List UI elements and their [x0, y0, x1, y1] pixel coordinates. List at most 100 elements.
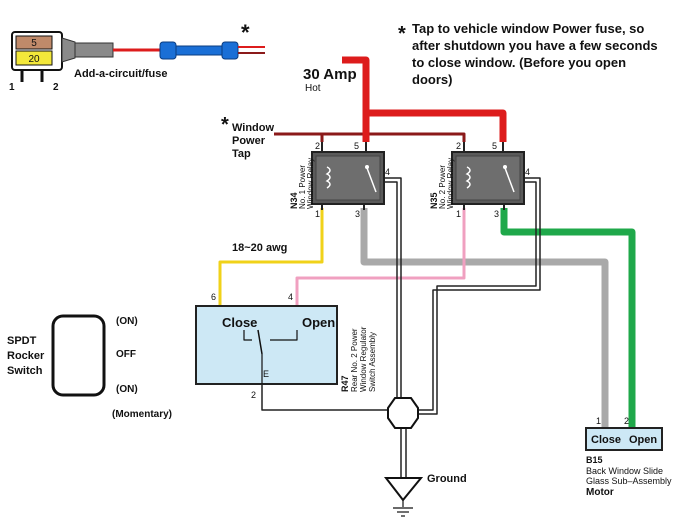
- relay-1-name-1: No. 1 Power: [298, 165, 307, 209]
- window-tap-line-3: Tap: [232, 148, 251, 160]
- fuse-pin-2-label: 2: [53, 82, 59, 93]
- relay-1-pin-4: 4: [385, 167, 390, 177]
- switch-assembly-body: [195, 305, 338, 385]
- note-asterisk: *: [398, 23, 406, 45]
- ground-triangle-icon: [383, 477, 424, 502]
- switch-assembly-caption: R47 Rear No. 2 Power Window Regulator Sw…: [340, 326, 377, 392]
- fuse-tap-body: [61, 37, 76, 63]
- relay-1-pin-3: 3: [355, 209, 360, 219]
- motor-body: [585, 427, 663, 451]
- relay-n35: 2 5 4 1 3 N35 No. 2 Power Window Relay: [429, 141, 530, 219]
- relay-2-pin-1: 1: [456, 209, 461, 219]
- motor-pin-2: 2: [624, 416, 629, 426]
- splice-icon: [387, 397, 419, 429]
- relay-1-contact-icon: [366, 167, 377, 193]
- note-line-3: to close window. (Before you open: [412, 55, 626, 70]
- relay-2-pin-2: 2: [456, 141, 461, 151]
- rocker-on-top: (ON): [116, 316, 138, 327]
- fuse-asterisk: *: [241, 20, 250, 45]
- note-block: * Tap to vehicle window Power fuse, so a…: [398, 21, 658, 87]
- motor-open-label: Open: [629, 434, 657, 446]
- switch-pin-2: 2: [251, 390, 256, 400]
- fuse-bottom-value: 20: [28, 54, 40, 65]
- switch-lever-icon: [257, 329, 263, 355]
- fuse-tap-label: Add-a-circuit/fuse: [74, 68, 168, 80]
- rocker-momentary: (Momentary): [112, 409, 172, 420]
- relay-2-contact-pivot: [503, 165, 507, 169]
- fuse-5-amp: [15, 35, 53, 50]
- ground-label: Ground: [427, 473, 467, 485]
- switch-close-label: Close: [222, 315, 257, 330]
- wire-green-relay2-pin3-to-motor: [500, 208, 636, 428]
- butt-connector-end: [221, 41, 239, 60]
- wire-relay2-pin4-a: [418, 177, 541, 411]
- fuse-pin-1-label: 1: [9, 82, 15, 93]
- fuse-20-amp: [15, 50, 53, 66]
- window-tap-asterisk: *: [221, 114, 229, 136]
- motor-pin-1: 1: [596, 416, 601, 426]
- switch-open-contact: [270, 330, 298, 341]
- relay-2-pin-5: 5: [492, 141, 497, 151]
- switch-assembly-r47: 6 4 2 Close Open E R47 Rear No. 2 Power …: [195, 292, 377, 400]
- relay-2-inner: [455, 155, 521, 201]
- switch-pin-6: 6: [211, 292, 216, 302]
- window-tap-line-2: Power: [232, 135, 266, 147]
- relay-2-contact-icon: [504, 167, 515, 193]
- switch-open-label: Open: [302, 315, 335, 330]
- switch-pin-e: E: [263, 369, 269, 379]
- relay-n34: 2 5 4 1 3 N34 No. 1 Power Window Relay: [289, 141, 390, 219]
- wire-switch-pin2-to-ground: [261, 385, 388, 411]
- note-line-2: after shutdown you have a few seconds: [412, 38, 658, 53]
- wire-hot-relay2-pin5: [366, 109, 507, 142]
- wire-window-power-tap: [274, 132, 466, 142]
- hot-label: Hot: [305, 83, 321, 94]
- switch-assembly-name-3: Switch Assembly: [368, 332, 377, 392]
- rocker-off: OFF: [116, 349, 136, 360]
- add-a-circuit-fuse: 5 20 1 2 Add-a-circuit/fuse *: [9, 20, 265, 93]
- relay-1-inner: [315, 155, 381, 201]
- fuse-top-value: 5: [31, 38, 37, 49]
- spdt-rocker-switch: SPDT Rocker Switch (ON) OFF (ON) (Moment…: [7, 314, 172, 420]
- switch-assembly-name-1: Rear No. 2 Power: [350, 328, 359, 392]
- motor-close-label: Close: [591, 434, 621, 446]
- switch-assembly-name-2: Window Regulator: [359, 326, 368, 392]
- fuse-tap-lead: [74, 42, 114, 58]
- relay-2-name-2: Window Relay: [446, 158, 455, 209]
- relay-1-pin-2: 2: [315, 141, 320, 151]
- relay-2-code: N35: [429, 192, 439, 209]
- butt-connector-barrel: [175, 45, 225, 56]
- relay-1-code: N34: [289, 192, 299, 209]
- note-line-4: doors): [412, 72, 452, 87]
- note-line-1: Tap to vehicle window Power fuse, so: [412, 21, 644, 36]
- relay-1-pin-5: 5: [354, 141, 359, 151]
- relay-2-pin-3: 3: [494, 209, 499, 219]
- rocker-label-1: SPDT: [7, 335, 37, 347]
- relay-1-contact-pivot: [365, 165, 369, 169]
- switch-assembly-code: R47: [340, 375, 350, 392]
- wire-yellow-relay1-pin1-to-switch-pin6: [218, 208, 324, 307]
- motor-code: B15: [586, 455, 603, 465]
- wire-gray-relay1-pin3-to-motor: [360, 208, 609, 428]
- rocker-on-bottom: (ON): [116, 384, 138, 395]
- relay-1-caption: N34 No. 1 Power Window Relay: [289, 158, 315, 209]
- switch-pin-4: 4: [288, 292, 293, 302]
- wire-gauge-label: 18~20 awg: [232, 242, 287, 254]
- wire-relay2-pin4-b: [418, 181, 537, 415]
- wire-relay1-pin4-a: [384, 177, 402, 398]
- ground-junction: Ground: [383, 397, 467, 517]
- motor-name-2: Glass Sub–Assembly: [586, 476, 672, 486]
- motor-name-1: Back Window Slide: [586, 466, 663, 476]
- rocker-switch-body: [51, 314, 106, 397]
- relay-1-name-2: Window Relay: [306, 158, 315, 209]
- relay-2-pin-4: 4: [525, 167, 530, 177]
- wire-relay1-pin4-b: [384, 181, 398, 398]
- amp-label: 30 Amp: [303, 66, 357, 83]
- wire-pink-relay2-pin1-to-switch-pin4: [295, 208, 466, 307]
- relay-2-coil-icon: [465, 166, 471, 189]
- rocker-label-3: Switch: [7, 365, 43, 377]
- relay-2-caption: N35 No. 2 Power Window Relay: [429, 158, 455, 209]
- motor-b15: Close Open 1 2 B15 Back Window Slide Gla…: [585, 416, 672, 498]
- butt-connector: [159, 41, 177, 60]
